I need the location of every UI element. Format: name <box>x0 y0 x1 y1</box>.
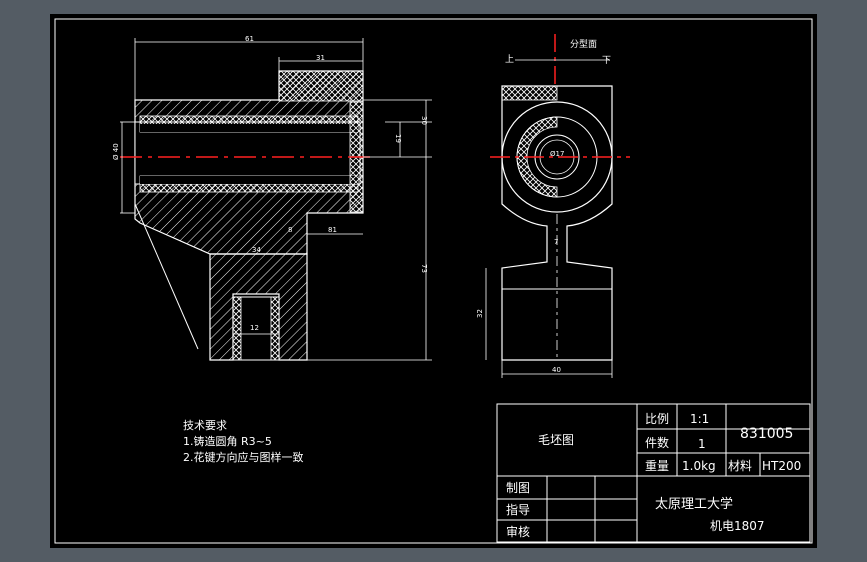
class-name: 机电1807 <box>710 519 765 533</box>
qty-label: 件数 <box>645 435 669 450</box>
dim-40-width: 40 <box>552 366 561 374</box>
qty-value: 1 <box>698 437 706 451</box>
section-view: 61 31 30 19 Ø 40 34 8 81 73 12 <box>112 35 432 361</box>
parting-up: 上 <box>505 54 514 65</box>
parting-down: 下 <box>602 56 611 66</box>
dim-phi17: Ø17 <box>550 150 564 158</box>
review-label: 审核 <box>506 524 530 539</box>
dim-8: 8 <box>288 226 292 234</box>
material-label: 材料 <box>728 459 752 473</box>
dim-30: 30 <box>420 116 428 125</box>
scale-value: 1:1 <box>690 412 709 426</box>
dim-31: 31 <box>316 54 325 62</box>
dim-12: 12 <box>250 324 259 332</box>
notes-title: 技术要求 <box>183 419 227 432</box>
weight-value: 1.0kg <box>682 459 716 473</box>
dim-34: 34 <box>252 246 261 254</box>
drawing-sheet: 61 31 30 19 Ø 40 34 8 81 73 12 分型面 上 下 Ø… <box>50 14 817 548</box>
dim-32: 32 <box>476 309 484 318</box>
material-value: HT200 <box>762 459 801 473</box>
guide-label: 指导 <box>506 502 530 517</box>
dim-61: 61 <box>245 35 254 43</box>
dim-d40: Ø 40 <box>112 143 120 160</box>
cad-drawing: 61 31 30 19 Ø 40 34 8 81 73 12 分型面 上 下 Ø… <box>54 18 813 544</box>
notes-line1: 1.铸造圆角 R3~5 <box>183 434 272 448</box>
weight-label: 重量 <box>645 459 669 473</box>
technical-notes: 技术要求 1.铸造圆角 R3~5 2.花键方向应与图样一致 <box>183 419 304 464</box>
dim-73: 73 <box>420 264 428 273</box>
cap-crosshatch <box>278 70 364 102</box>
leg-block <box>209 253 308 361</box>
dim-81: 81 <box>328 226 337 234</box>
dim-7: 7 <box>554 238 558 246</box>
title-block <box>496 403 811 543</box>
title-block-text: 毛坯图 比例 1:1 件数 1 831005 重量 1.0kg 材料 HT200… <box>506 412 801 539</box>
drawing-name: 毛坯图 <box>538 433 574 447</box>
dim-19: 19 <box>394 134 402 143</box>
drawn-label: 制图 <box>506 481 530 495</box>
parting-label: 分型面 <box>570 39 597 50</box>
notes-line2: 2.花键方向应与图样一致 <box>183 450 304 464</box>
school-name: 太原理工大学 <box>655 496 733 512</box>
border-frame <box>54 18 813 544</box>
scale-label: 比例 <box>645 412 669 426</box>
side-view: 分型面 上 下 Ø17 7 32 40 <box>476 34 630 378</box>
drawing-number: 831005 <box>740 426 793 442</box>
